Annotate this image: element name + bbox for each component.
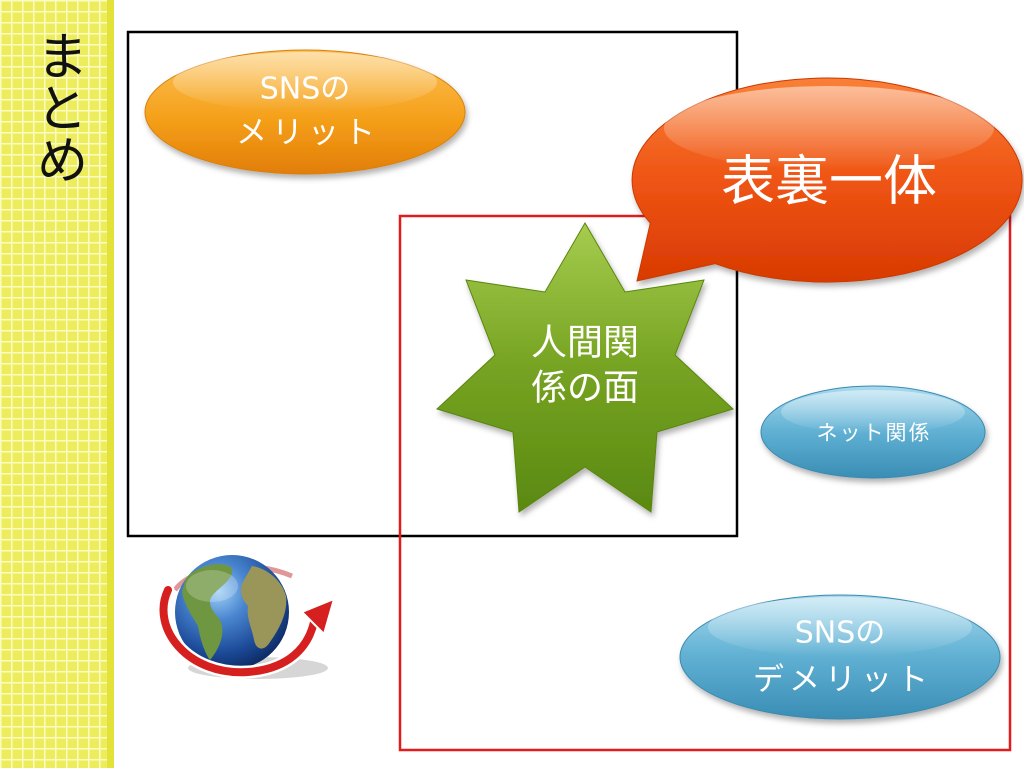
callout-gloss [664, 86, 994, 170]
star-line2: 係の面 [531, 368, 639, 409]
globe-land-americas [182, 564, 233, 660]
black-frame [126, 30, 739, 538]
net-oval-label: ネット関係 [817, 421, 932, 445]
slide-title: まとめ [27, 29, 87, 185]
demerit-oval-gloss [708, 597, 972, 657]
star-line1: 人間関 [531, 323, 639, 364]
sidebar-grid [0, 0, 107, 768]
globe-land [182, 564, 287, 660]
sns-merit-oval: SNSの メリット [144, 49, 466, 175]
globe-with-arrow-icon [157, 555, 335, 679]
globe-land-europe-africa [241, 566, 287, 649]
callout-label: 表裏一体 [721, 150, 937, 213]
sidebar-strip [0, 0, 114, 768]
net-oval-gloss [781, 390, 965, 434]
demerit-oval-line1: SNSの [795, 616, 886, 651]
sidebar-edge [107, 0, 114, 768]
human-relations-star: 人間関 係の面 [436, 222, 734, 513]
merit-oval-gloss [173, 52, 437, 112]
globe-highlight [186, 570, 238, 602]
merit-oval-line2: メリット [236, 115, 380, 151]
arrow-head [301, 598, 335, 635]
sns-demerit-oval: SNSの デメリット [679, 594, 1001, 720]
merit-oval-line1: SNSの [260, 72, 351, 107]
net-relations-oval: ネット関係 [760, 385, 986, 479]
demerit-oval-line2: デメリット [753, 662, 933, 698]
arrow-ring [159, 586, 318, 677]
callout-bubble: 表裏一体 [631, 77, 1023, 283]
star-shape [436, 222, 734, 513]
